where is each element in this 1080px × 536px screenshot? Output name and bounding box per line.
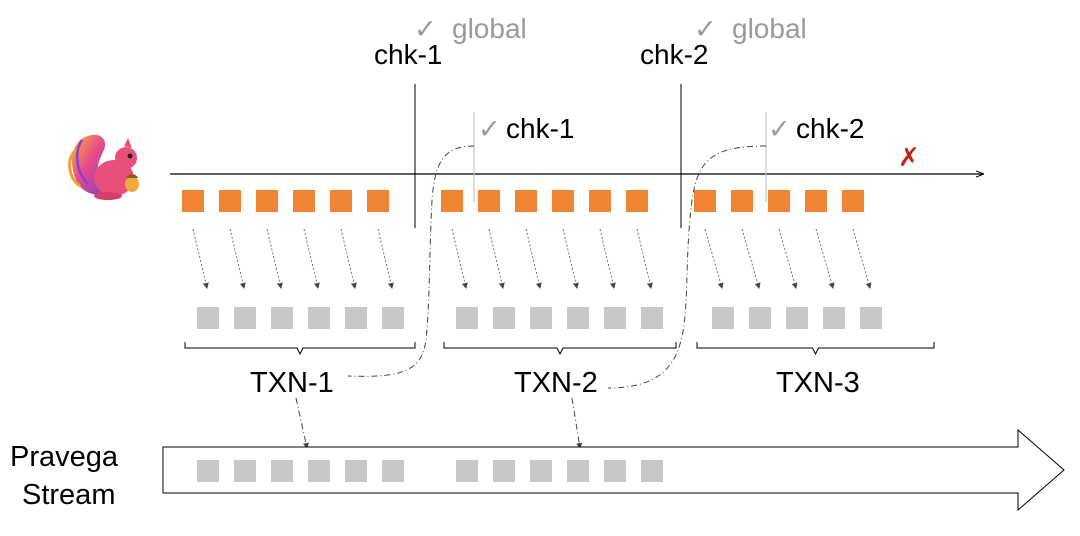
- event-square: [694, 190, 716, 212]
- stream-label: Stream: [22, 479, 115, 511]
- write-arrow: [303, 228, 320, 289]
- write-arrow: [741, 228, 761, 289]
- commit-arrow: [295, 397, 309, 449]
- event-square: [731, 190, 753, 212]
- event-square: [626, 190, 648, 212]
- txn-record-square: [456, 307, 478, 329]
- stream-record-square: [530, 460, 552, 482]
- checkmark-icon: ✓: [414, 14, 437, 45]
- write-arrow: [266, 228, 283, 289]
- write-arrows: [192, 228, 872, 289]
- checkmark-icon: ✓: [478, 114, 501, 145]
- stream-record-square: [456, 460, 478, 482]
- commit-flow-curve: [607, 145, 767, 389]
- write-arrow: [340, 228, 357, 289]
- write-arrow: [488, 228, 505, 289]
- stream-record-square: [271, 460, 293, 482]
- commit-arrow: [571, 397, 583, 449]
- txn-record-square: [308, 307, 330, 329]
- checkmark-icon: ✓: [694, 14, 717, 45]
- event-square: [805, 190, 827, 212]
- event-square: [768, 190, 790, 212]
- stream-record-square: [567, 460, 589, 482]
- txn-record-square: [567, 307, 589, 329]
- checkpoint-label: chk-1: [374, 39, 442, 70]
- cross-icon: ✗: [898, 143, 920, 173]
- event-square: [515, 190, 537, 212]
- stream-record-square: [382, 460, 404, 482]
- checkpoint-ack-label: chk-1: [506, 113, 574, 144]
- write-arrow: [451, 228, 468, 289]
- event-square: [256, 190, 278, 212]
- event-square: [293, 190, 315, 212]
- event-square: [441, 190, 463, 212]
- commit-flow-curve: [347, 145, 475, 377]
- stream-records: [197, 460, 663, 482]
- transaction-braces: [184, 342, 935, 356]
- txn-record-square: [749, 307, 771, 329]
- write-arrow: [852, 228, 872, 289]
- stream-record-square: [197, 460, 219, 482]
- txn-label: TXN-3: [776, 367, 860, 399]
- write-arrow: [778, 228, 798, 289]
- stream-record-square: [345, 460, 367, 482]
- global-label: global: [732, 13, 807, 44]
- txn-record-square: [712, 307, 734, 329]
- txn-record-square: [604, 307, 626, 329]
- txn-record-square: [345, 307, 367, 329]
- txn-brace: [184, 342, 416, 356]
- write-arrow: [636, 228, 653, 289]
- write-arrow: [229, 228, 246, 289]
- event-square: [589, 190, 611, 212]
- write-arrow: [562, 228, 579, 289]
- txn-record-square: [493, 307, 515, 329]
- squirrel-icon: [68, 134, 139, 200]
- global-label: global: [452, 13, 527, 44]
- txn-label: TXN-2: [514, 367, 598, 399]
- txn-record-square: [641, 307, 663, 329]
- write-arrow: [704, 228, 724, 289]
- stream-label: Pravega: [10, 441, 119, 473]
- txn-brace: [443, 342, 677, 356]
- stream-record-square: [234, 460, 256, 482]
- txn-record-square: [197, 307, 219, 329]
- write-arrow: [192, 228, 209, 289]
- event-square: [219, 190, 241, 212]
- event-square: [182, 190, 204, 212]
- checkmark-icon: ✓: [768, 114, 791, 145]
- write-arrow: [525, 228, 542, 289]
- checkpoint-ack-label: chk-2: [796, 113, 864, 144]
- txn-record-square: [860, 307, 882, 329]
- txn-record-square: [530, 307, 552, 329]
- event-square: [842, 190, 864, 212]
- txn-record-square: [382, 307, 404, 329]
- txn-record-square: [786, 307, 808, 329]
- stream-record-square: [308, 460, 330, 482]
- stream-record-square: [641, 460, 663, 482]
- txn-brace: [696, 342, 935, 356]
- stream-record-square: [604, 460, 626, 482]
- checkpoint-label: chk-2: [640, 39, 708, 70]
- txn-record-square: [234, 307, 256, 329]
- write-arrow: [815, 228, 835, 289]
- event-square: [367, 190, 389, 212]
- txn-record-square: [823, 307, 845, 329]
- event-square: [330, 190, 352, 212]
- event-sequence: [182, 190, 864, 212]
- txn-label: TXN-1: [250, 367, 334, 399]
- transaction-records: [197, 307, 882, 329]
- event-square: [552, 190, 574, 212]
- event-square: [478, 190, 500, 212]
- write-arrow: [377, 228, 394, 289]
- stream-record-square: [493, 460, 515, 482]
- write-arrow: [599, 228, 616, 289]
- txn-record-square: [271, 307, 293, 329]
